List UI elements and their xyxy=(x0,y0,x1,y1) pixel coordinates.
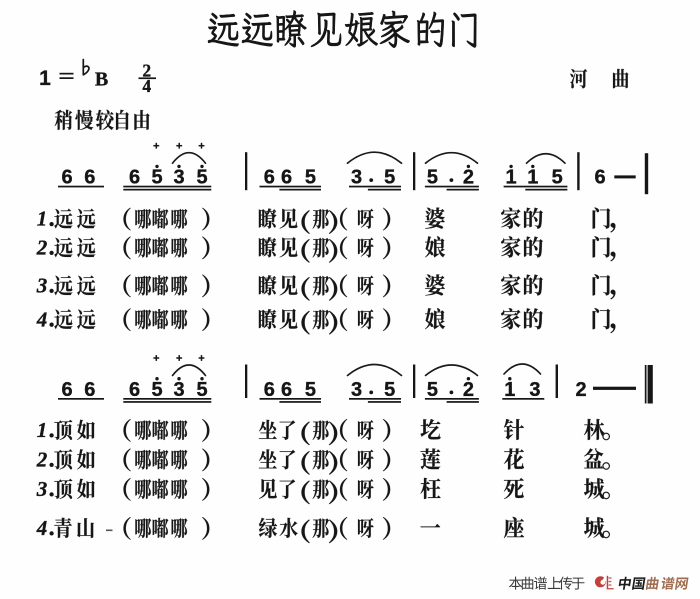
svg-text:6: 6 xyxy=(264,167,275,189)
svg-text:6: 6 xyxy=(84,379,95,401)
svg-text:5: 5 xyxy=(384,167,395,189)
svg-text:5: 5 xyxy=(427,379,438,401)
svg-text:5: 5 xyxy=(305,379,316,401)
svg-text:6: 6 xyxy=(264,379,275,401)
svg-text:1: 1 xyxy=(37,418,48,442)
svg-text:3: 3 xyxy=(36,477,48,501)
svg-text:1: 1 xyxy=(506,167,517,189)
svg-text:6: 6 xyxy=(281,379,292,401)
svg-text:2: 2 xyxy=(575,379,586,401)
svg-text:3: 3 xyxy=(173,379,184,401)
svg-text:1: 1 xyxy=(37,207,48,231)
svg-text:6: 6 xyxy=(129,379,140,401)
svg-text:1: 1 xyxy=(527,167,538,189)
svg-text:3: 3 xyxy=(351,167,362,189)
svg-text:5: 5 xyxy=(196,379,207,401)
svg-text:5: 5 xyxy=(427,167,438,189)
svg-text:2: 2 xyxy=(463,167,474,189)
svg-text:1: 1 xyxy=(39,67,51,90)
svg-text:3: 3 xyxy=(173,167,184,189)
svg-text:2: 2 xyxy=(36,236,48,260)
svg-text:5: 5 xyxy=(196,167,207,189)
svg-text:6: 6 xyxy=(61,167,72,189)
svg-text:2: 2 xyxy=(463,379,474,401)
svg-text:5: 5 xyxy=(151,167,162,189)
svg-text:4: 4 xyxy=(36,307,48,331)
svg-text:2: 2 xyxy=(36,448,48,472)
svg-text:6: 6 xyxy=(129,167,140,189)
svg-text:6: 6 xyxy=(84,167,95,189)
svg-text:2: 2 xyxy=(142,61,151,81)
svg-text:6: 6 xyxy=(594,167,605,189)
svg-text:5: 5 xyxy=(384,379,395,401)
svg-text:6: 6 xyxy=(281,167,292,189)
svg-text:3: 3 xyxy=(351,379,362,401)
svg-text:1: 1 xyxy=(504,379,515,401)
svg-text:4: 4 xyxy=(36,516,48,540)
svg-text:6: 6 xyxy=(61,379,72,401)
svg-text:3: 3 xyxy=(529,379,540,401)
svg-text:5: 5 xyxy=(305,167,316,189)
svg-text:3: 3 xyxy=(36,274,48,298)
svg-text:B: B xyxy=(95,69,108,91)
svg-text:4: 4 xyxy=(142,76,151,96)
svg-text:5: 5 xyxy=(552,167,563,189)
svg-text:5: 5 xyxy=(151,379,162,401)
